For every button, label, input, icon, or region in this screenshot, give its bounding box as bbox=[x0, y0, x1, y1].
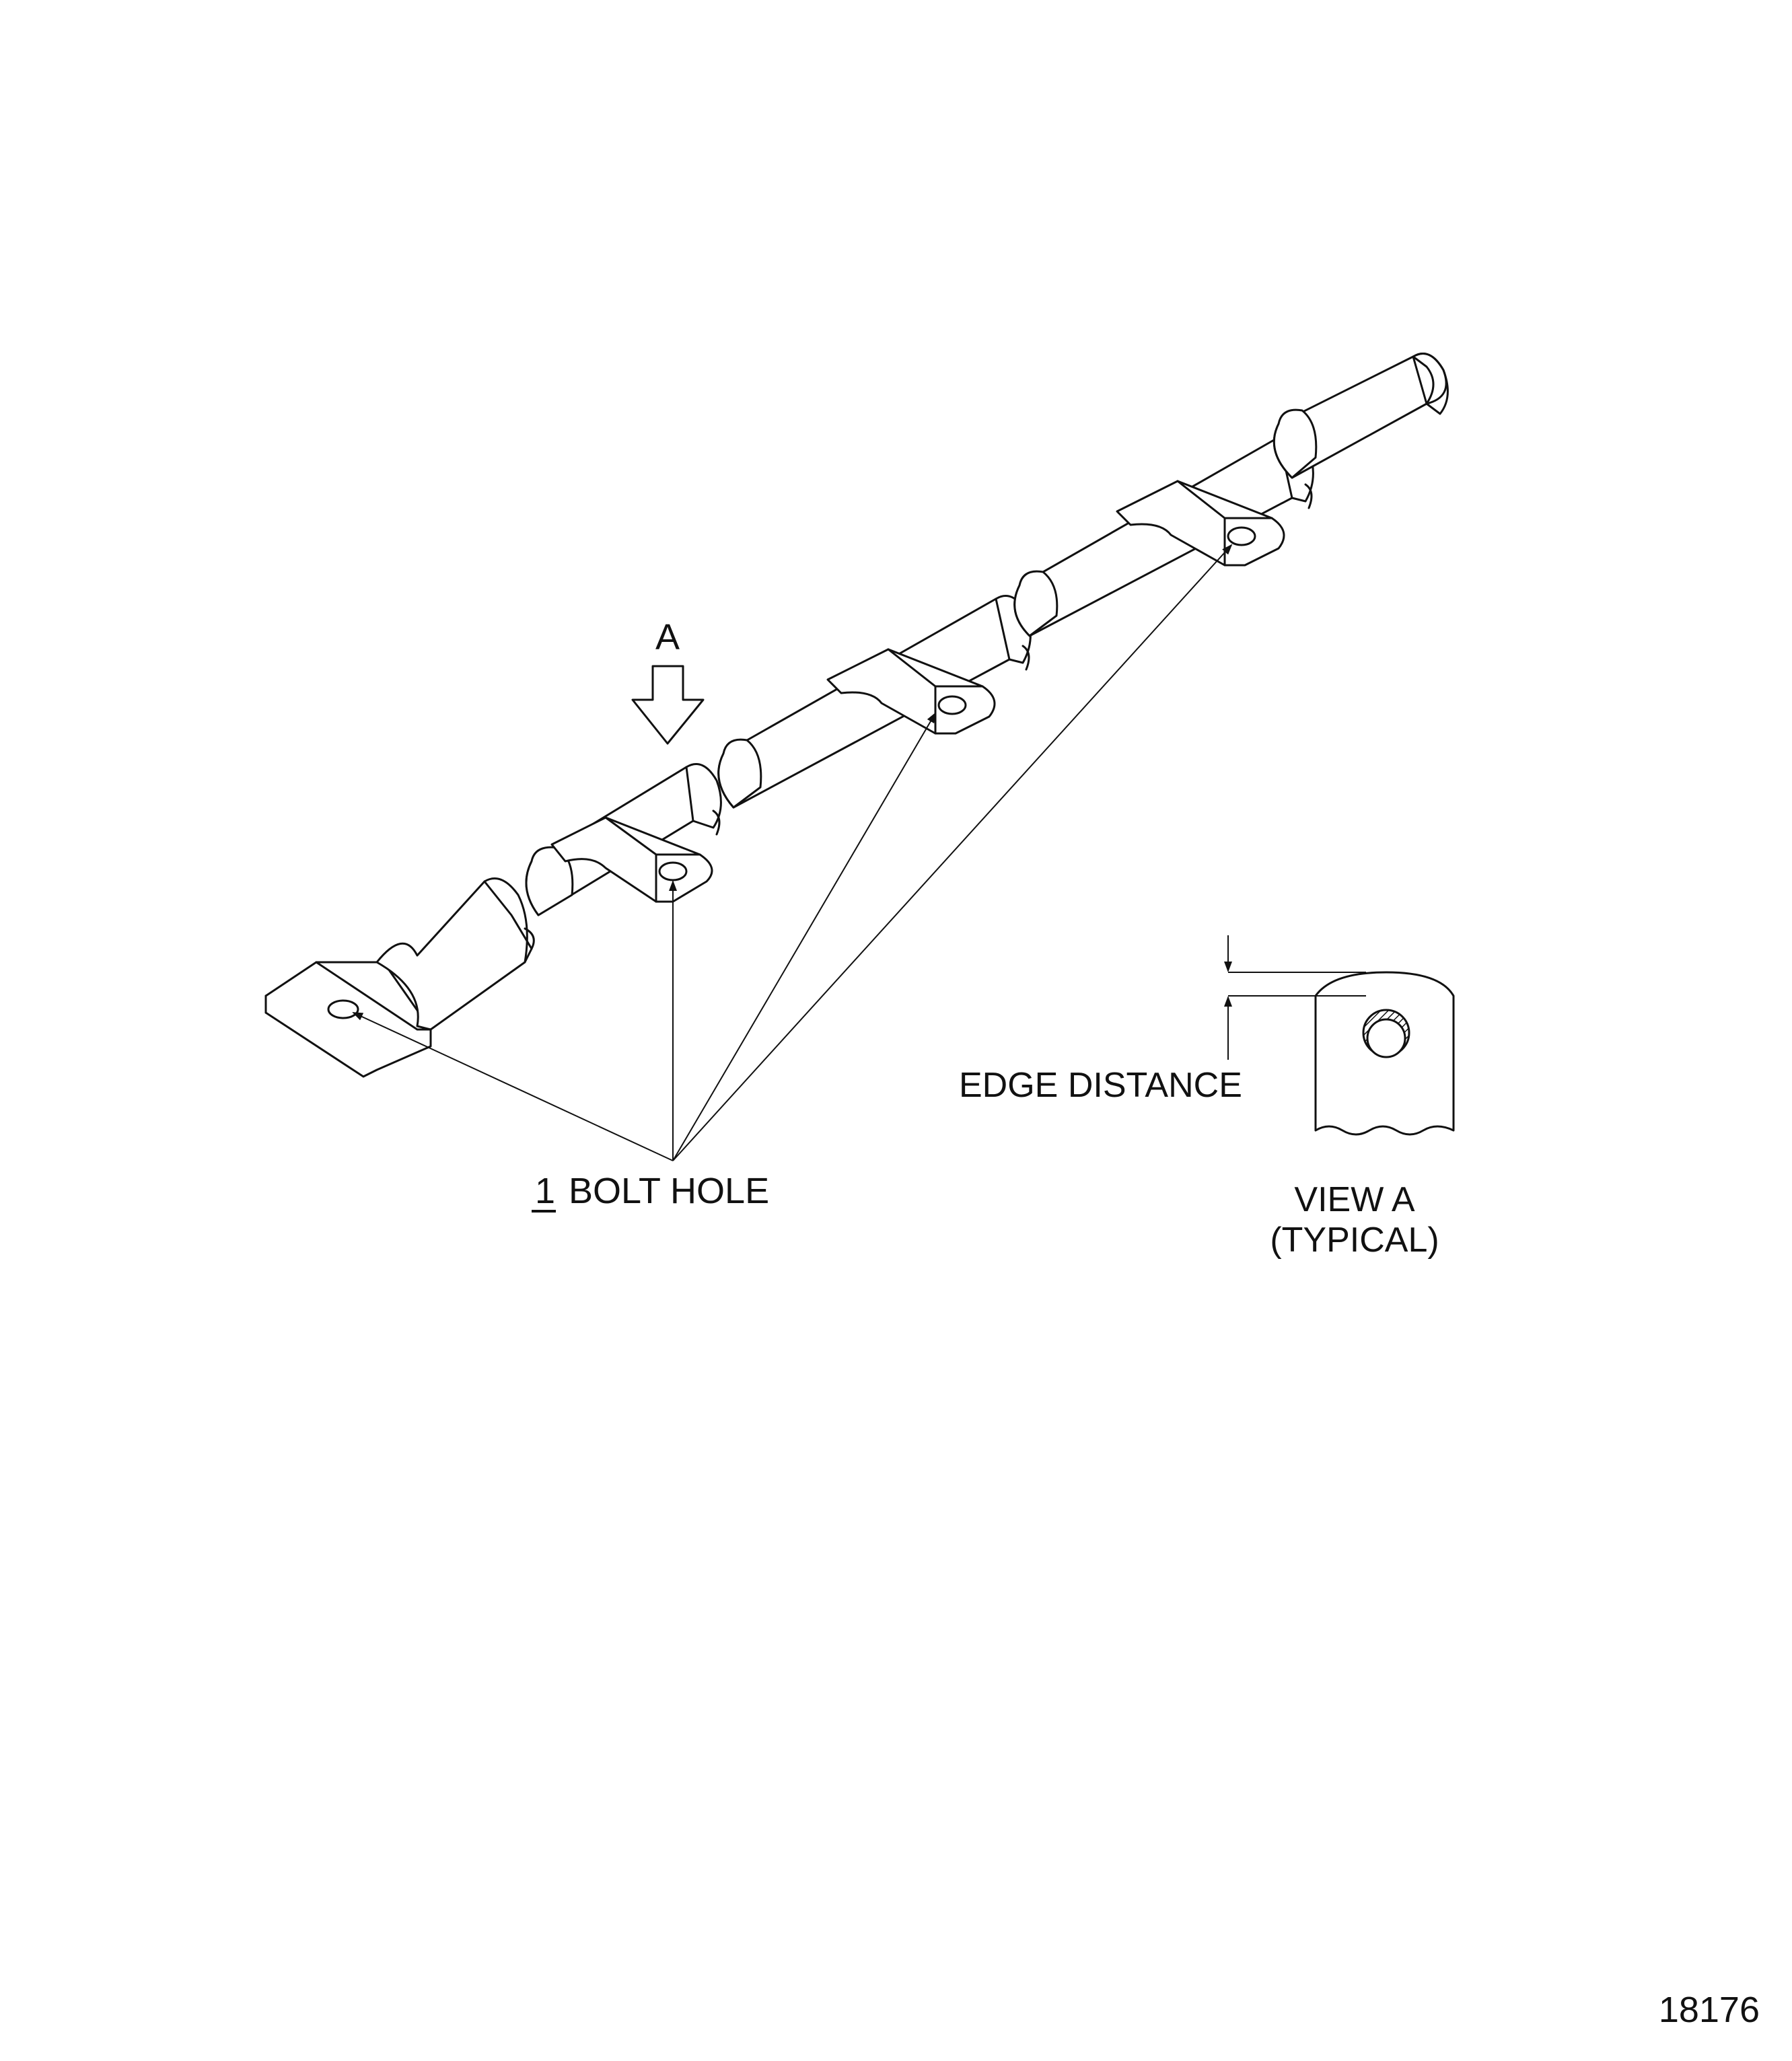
leader-line-1 bbox=[352, 1012, 674, 1161]
view-a-bolt bbox=[1366, 1018, 1406, 1058]
bolt-hole-2 bbox=[658, 861, 688, 881]
bolt-hole-4 bbox=[1227, 526, 1256, 546]
clamp-segment-3 bbox=[1013, 433, 1314, 637]
terminal-lug-segment bbox=[264, 877, 535, 1078]
pipe-assembly bbox=[264, 353, 1449, 1078]
clamp-segment-2 bbox=[717, 595, 1032, 809]
view-arrow-a: A bbox=[631, 617, 705, 745]
view-a-title: VIEW A bbox=[1294, 1180, 1414, 1219]
end-segment bbox=[1273, 353, 1449, 479]
bolt-hole-callout: 1 BOLT HOLE bbox=[532, 1171, 769, 1213]
view-arrow-label: A bbox=[655, 617, 680, 657]
clamp-segment-1 bbox=[525, 763, 722, 916]
bolt-hole-index: 1 bbox=[535, 1171, 555, 1211]
view-a-subtitle: (TYPICAL) bbox=[1270, 1221, 1439, 1260]
leader-line-3 bbox=[672, 712, 937, 1161]
view-a-detail: EDGE DISTANCE VIEW A (TYPICAL) bbox=[959, 935, 1455, 1260]
bolt-hole-1 bbox=[327, 999, 359, 1019]
edge-distance-label: EDGE DISTANCE bbox=[959, 1066, 1242, 1105]
figure-number: 18176 bbox=[1659, 1990, 1760, 2030]
bolt-hole-leaders bbox=[352, 544, 1233, 1161]
leader-line-4 bbox=[672, 544, 1233, 1161]
bolt-hole-3 bbox=[937, 695, 967, 715]
bolt-hole-label: BOLT HOLE bbox=[569, 1171, 769, 1211]
